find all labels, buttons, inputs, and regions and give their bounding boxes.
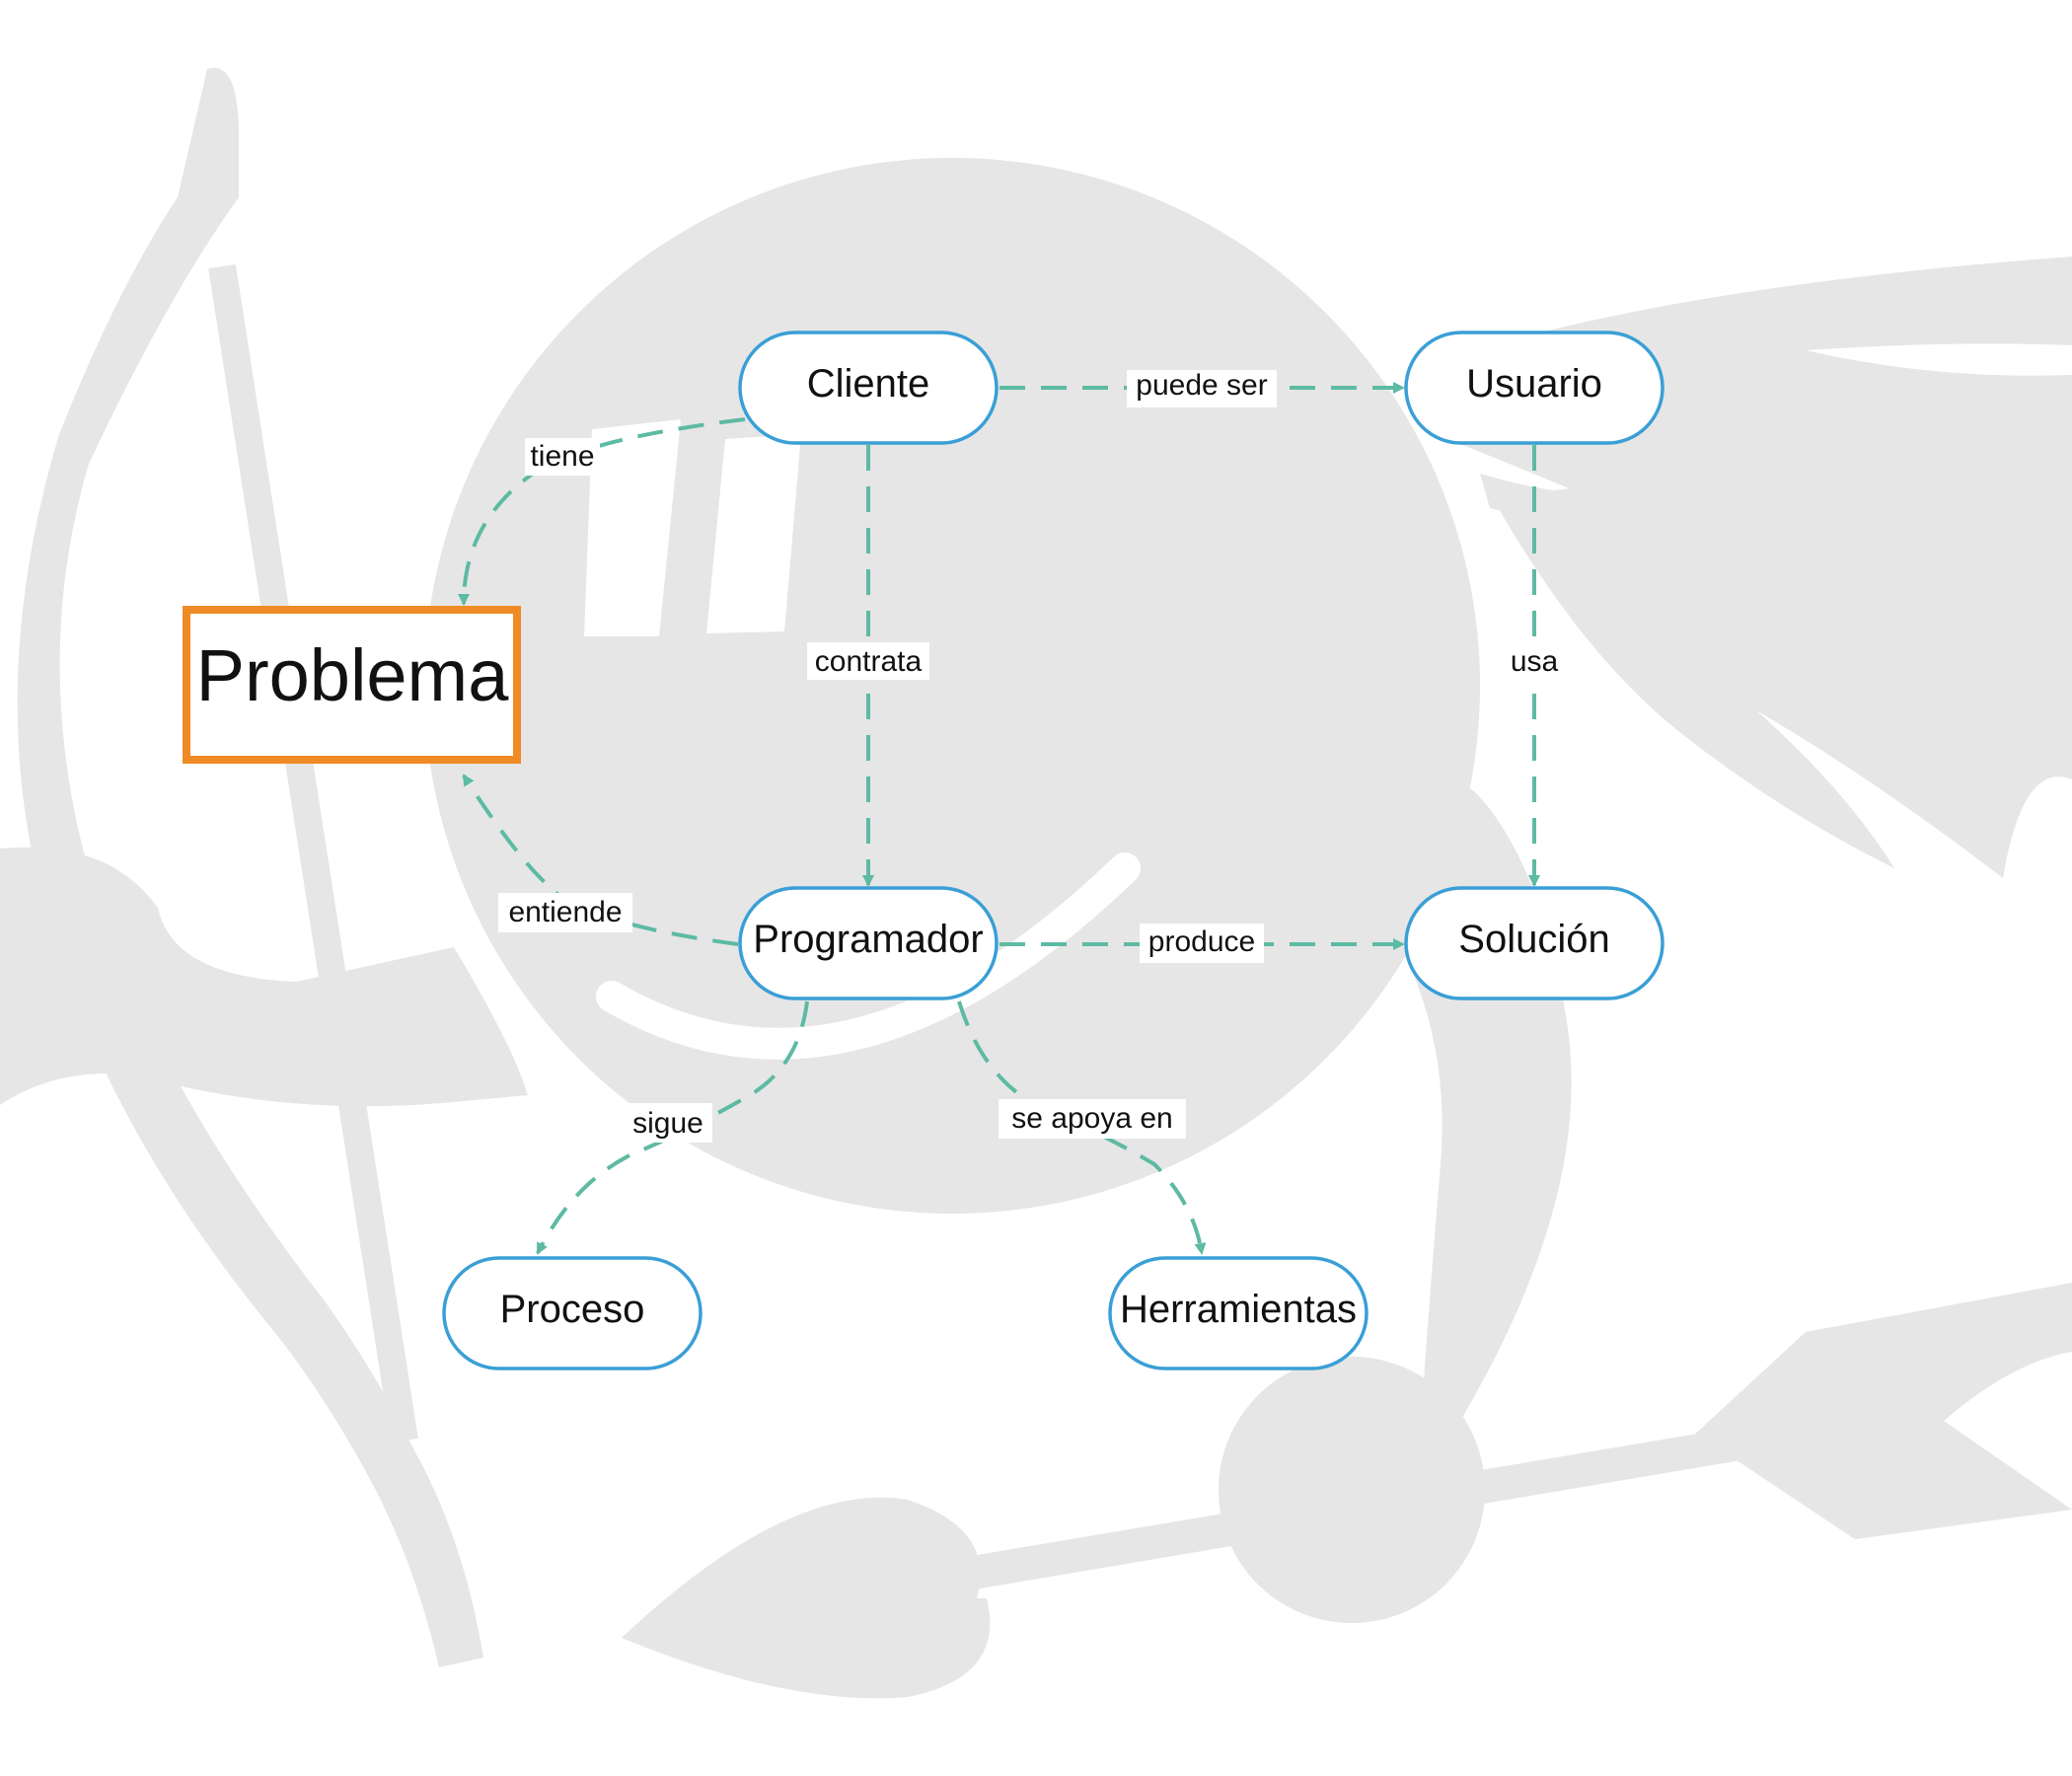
node-usuario[interactable]: Usuario: [1404, 331, 1665, 445]
background-arrow-fletching-shape: [1677, 1283, 2072, 1539]
node-solucion-box: [1404, 886, 1665, 1000]
node-problema[interactable]: Problema: [183, 606, 521, 764]
node-usuario-box: [1404, 331, 1665, 445]
edge-programador-herramientas: [957, 1000, 1207, 1255]
node-programador-label: Programador: [753, 918, 983, 961]
background-eye-right-shape: [706, 434, 801, 633]
node-herramientas-box: [1108, 1256, 1369, 1370]
background-smile-shape: [596, 852, 1141, 1060]
edge-label-produce: produce: [1148, 925, 1255, 958]
edge-label-bg: [498, 893, 632, 932]
edge-label-bg: [999, 1099, 1186, 1139]
edge-label-bg: [807, 642, 929, 680]
node-programador-box: [738, 886, 999, 1000]
edge-label-sigue: sigue: [632, 1107, 703, 1140]
background-artwork: [0, 67, 2072, 1699]
node-cliente[interactable]: Cliente: [738, 331, 999, 445]
edge-label-se-apoya-en: se apoya en: [1011, 1102, 1172, 1135]
background-arrow-head-shape: [622, 1497, 991, 1699]
edge-label-entiende: entiende: [508, 896, 622, 928]
node-herramientas[interactable]: Herramientas: [1108, 1256, 1369, 1370]
background-knee-shape: [1219, 1357, 1485, 1623]
edge-labels: puede ser tiene contrata usa entiende pr…: [498, 369, 1564, 1143]
background-grip-shape: [0, 847, 528, 1107]
background-bow-shape: [17, 67, 483, 1667]
background-wing-detail-shape: [1480, 454, 1934, 528]
edge-label-tiene: tiene: [530, 440, 594, 473]
node-programador[interactable]: Programador: [738, 886, 999, 1000]
node-cliente-label: Cliente: [807, 362, 930, 406]
node-problema-label: Problema: [196, 634, 510, 716]
edge-label-bg: [1140, 924, 1264, 963]
edge-label-contrata: contrata: [815, 645, 923, 678]
edge-label-bg: [1505, 642, 1564, 680]
node-problema-box: [183, 606, 521, 764]
edge-label-bg: [1127, 370, 1277, 407]
node-usuario-label: Usuario: [1466, 362, 1602, 406]
node-solucion[interactable]: Solución: [1404, 886, 1665, 1000]
edge-label-usa: usa: [1511, 645, 1559, 678]
node-cliente-box: [738, 331, 999, 445]
edge-label-bg: [624, 1103, 712, 1143]
node-proceso-label: Proceso: [500, 1288, 645, 1331]
background-eye-left-shape: [584, 419, 681, 636]
node-solucion-label: Solución: [1458, 918, 1609, 961]
edge-label-puede-ser: puede ser: [1136, 369, 1267, 402]
node-proceso[interactable]: Proceso: [442, 1256, 703, 1370]
background-circle-shape: [424, 158, 1480, 1214]
node-proceso-box: [442, 1256, 703, 1370]
node-herramientas-label: Herramientas: [1120, 1288, 1357, 1331]
background-bowstring-shape: [208, 263, 418, 1443]
edge-label-bg: [525, 438, 600, 476]
edge-programador-proceso: [536, 1000, 809, 1255]
